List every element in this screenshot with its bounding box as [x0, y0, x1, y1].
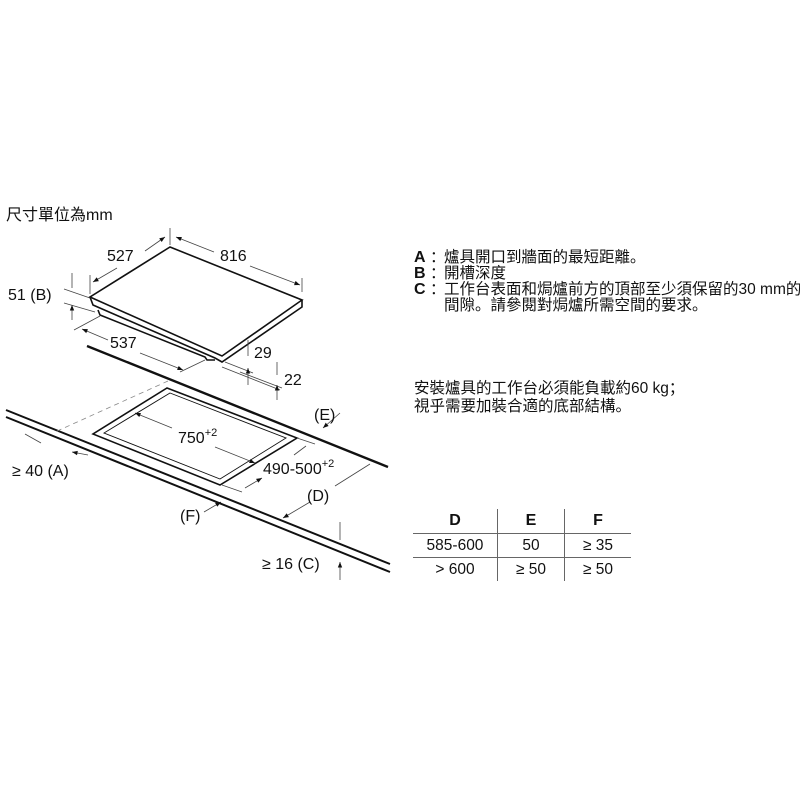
dim-22: 22 [284, 372, 302, 389]
note-a: A：爐具開口到牆面的最短距離。 [414, 249, 646, 266]
note-text: 工作台表面和焗爐前方的頂部至少須保留的30 mm的間隙。請參閱對焗爐所需空間的要… [444, 281, 800, 314]
load-note-line: 安裝爐具的工作台必須能負載約60 kg； [414, 380, 685, 397]
table-header: E [497, 509, 565, 534]
note-key: A [414, 249, 426, 266]
table-cell: ≥ 50 [564, 557, 631, 581]
worktop-back-edge [86, 344, 389, 469]
dim-cutout-depth: 490-500+2 [263, 458, 334, 478]
note-text: 開槽深度 [444, 265, 507, 282]
table-header-row: D E F [413, 509, 631, 534]
table-cell: 50 [497, 533, 565, 558]
note-text: 爐具開口到牆面的最短距離。 [444, 249, 646, 266]
table-cell: > 600 [435, 560, 475, 578]
dim-29: 29 [254, 345, 272, 362]
label-f: (F) [180, 508, 200, 525]
note-key: B [414, 265, 426, 282]
label-e: (E) [314, 407, 335, 424]
table-header: F [564, 509, 631, 534]
dim-cutout-width: 750+2 [178, 427, 217, 447]
table-row: 585-600 50 ≥ 35 [413, 533, 631, 558]
table-row: > 600 ≥ 50 ≥ 50 [413, 557, 631, 581]
load-note-line: 視乎需要加裝合適的底部結構。 [414, 398, 632, 415]
table-cell: ≥ 50 [497, 557, 565, 581]
clearance-table: D E F 585-600 50 ≥ 35 > 600 ≥ 50 ≥ 50 [413, 509, 631, 581]
note-c: C：工作台表面和焗爐前方的頂部至少須保留的30 mm的間隙。請參閱對焗爐所需空間… [414, 282, 800, 314]
note-key: C [414, 281, 426, 298]
table-header: D [449, 512, 461, 529]
note-b: B：開槽深度 [414, 265, 507, 282]
label-d: (D) [307, 488, 329, 505]
min-c: ≥ 16 (C) [262, 556, 320, 573]
worktop-front-edge [5, 409, 391, 573]
min-a: ≥ 40 (A) [12, 463, 69, 480]
unit-label: 尺寸單位為mm [6, 207, 113, 224]
table-cell: 585-600 [426, 536, 484, 554]
dim-hob-width: 816 [220, 248, 247, 265]
dim-hob-depth: 527 [107, 248, 134, 265]
table-cell: ≥ 35 [564, 533, 631, 558]
dim-537: 537 [110, 335, 137, 352]
load-note: 安裝爐具的工作台必須能負載約60 kg； 視乎需要加裝合適的底部結構。 [414, 380, 684, 416]
dim-depth-b: 51 (B) [8, 287, 52, 304]
legend-notes: A：爐具開口到牆面的最短距離。 B：開槽深度 C：工作台表面和焗爐前方的頂部至少… [414, 250, 800, 314]
wall-projection-dashed [54, 380, 169, 433]
